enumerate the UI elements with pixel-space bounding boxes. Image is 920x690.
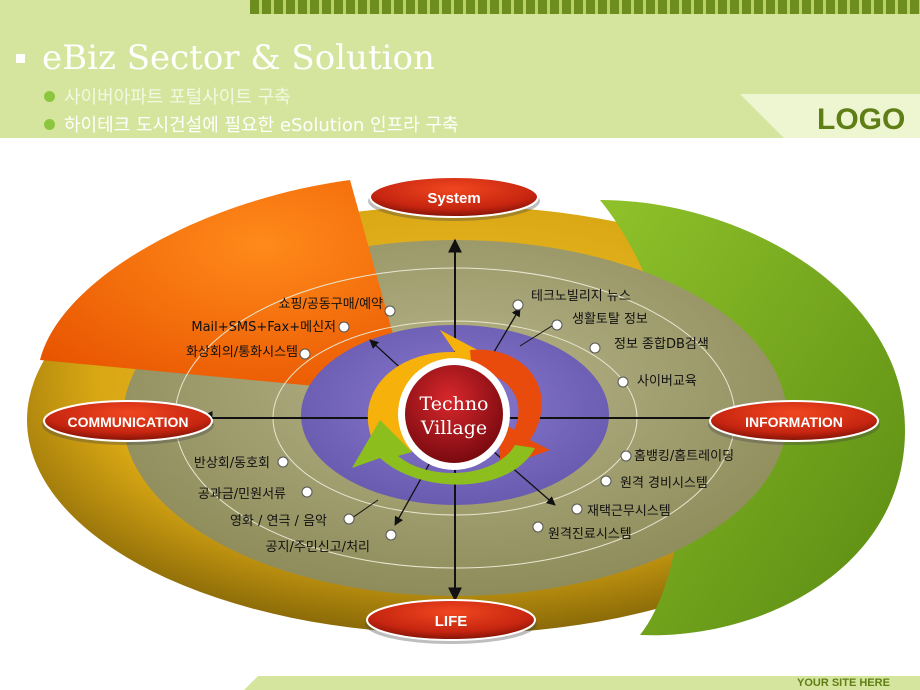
- site-link[interactable]: YOUR SITE HERE: [797, 677, 890, 689]
- footer-band: [244, 676, 920, 690]
- item-dot-icon: [343, 513, 355, 525]
- item-dot-icon: [551, 319, 563, 331]
- life-node: LIFE: [365, 599, 537, 644]
- slide-title: eBiz Sector & Solution: [42, 38, 435, 78]
- item-dot-icon: [512, 299, 524, 311]
- life-item: 반상회/동호회: [194, 456, 270, 471]
- information-item: 원격진료시스템: [548, 527, 632, 542]
- connector-line: [519, 323, 556, 347]
- bullet-dot-icon: [44, 90, 55, 102]
- item-dot-icon: [384, 305, 396, 317]
- bullet-item: 사이버아파트 포털사이트 구축: [44, 83, 291, 109]
- bullet-text: 사이버아파트 포털사이트 구축: [64, 87, 291, 108]
- communication-item: Mail+SMS+Fax+메신저: [191, 320, 336, 335]
- item-dot-icon: [338, 321, 350, 333]
- axis-label-system: System: [427, 190, 480, 207]
- item-dot-icon: [532, 521, 544, 533]
- item-dot-icon: [301, 486, 313, 498]
- information-node: INFORMATION: [708, 400, 880, 445]
- bullet-item: 하이테크 도시건설에 필요한 eSolution 인프라 구축: [44, 111, 459, 137]
- life-item: 영화 / 연극 / 음악: [230, 514, 327, 529]
- system-item: 생활토탈 정보: [572, 312, 648, 327]
- bullet-dot-icon: [44, 118, 55, 130]
- item-dot-icon: [620, 450, 632, 462]
- item-dot-icon: [277, 456, 289, 468]
- communication-item: 쇼핑/공동구매/예약: [279, 297, 383, 312]
- axis-label-information: INFORMATION: [745, 414, 843, 430]
- communication-node: COMMUNICATION: [42, 400, 214, 445]
- information-item: 재택근무시스템: [587, 504, 671, 519]
- center-core: [405, 365, 503, 463]
- center-label-line2: Village: [420, 417, 487, 439]
- system-item: 사이버교육: [637, 374, 697, 389]
- center-label-line1: Techno: [420, 393, 489, 415]
- life-item: 공과금/민원서류: [198, 487, 286, 502]
- system-item: 테크노빌리지 뉴스: [531, 289, 631, 304]
- axis-label-communication: COMMUNICATION: [67, 414, 188, 430]
- item-dot-icon: [385, 529, 397, 541]
- axis-label-life: LIFE: [435, 613, 468, 630]
- information-item: 홈뱅킹/홈트레이딩: [634, 449, 734, 464]
- header-stripes: [250, 0, 920, 14]
- logo: LOGO: [817, 103, 906, 136]
- item-dot-icon: [299, 348, 311, 360]
- system-node: System: [368, 176, 540, 221]
- system-item: 정보 종합DB검색: [614, 337, 709, 352]
- item-dot-icon: [571, 503, 583, 515]
- title-bullet-icon: [16, 54, 25, 63]
- item-dot-icon: [589, 342, 601, 354]
- swirl-arrow-green: [352, 420, 535, 485]
- item-dot-icon: [617, 376, 629, 388]
- communication-segment: [40, 180, 410, 395]
- connector-line: [351, 499, 379, 519]
- swirl-arrow-orange: [470, 349, 550, 468]
- information-item: 원격 경비시스템: [620, 476, 708, 491]
- life-item: 공지/주민신고/처리: [266, 540, 370, 555]
- item-dot-icon: [600, 475, 612, 487]
- bullet-text: 하이테크 도시건설에 필요한 eSolution 인프라 구축: [64, 115, 459, 136]
- communication-item: 화상회의/통화시스템: [186, 345, 298, 360]
